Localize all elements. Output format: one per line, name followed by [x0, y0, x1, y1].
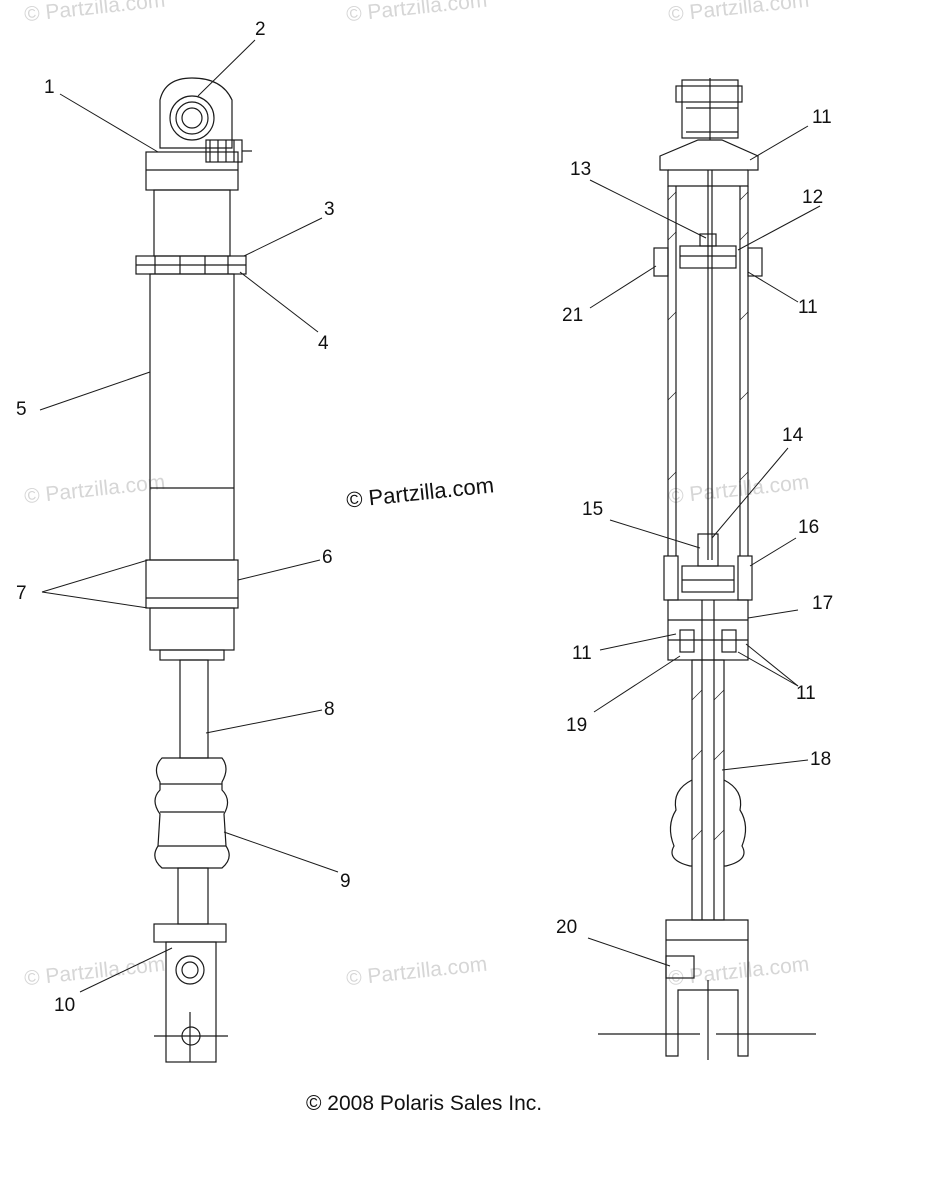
right-shock-section	[598, 78, 816, 1060]
callout-4: 4	[318, 333, 329, 354]
callout-17: 17	[812, 593, 834, 614]
callout-12: 12	[802, 187, 824, 208]
callout-11-upper: 11	[798, 297, 818, 318]
callout-21: 21	[562, 305, 584, 326]
callout-5: 5	[16, 399, 27, 420]
callout-8: 8	[324, 699, 335, 720]
callout-7: 7	[16, 583, 27, 604]
callout-1: 1	[44, 77, 55, 98]
callout-3: 3	[324, 199, 335, 220]
callout-14: 14	[782, 425, 804, 446]
section-hatching	[667, 191, 749, 841]
callout-11-left: 11	[572, 643, 592, 664]
callout-19: 19	[566, 715, 588, 736]
callout-9: 9	[340, 871, 351, 892]
callout-2: 2	[255, 19, 266, 40]
callout-18: 18	[810, 749, 832, 770]
callout-16: 16	[798, 517, 820, 538]
copyright-notice: © 2008 Polaris Sales Inc.	[306, 1092, 543, 1115]
callout-11-right: 11	[796, 683, 816, 704]
callout-15: 15	[582, 499, 604, 520]
callout-11-top: 11	[812, 107, 832, 128]
leader-lines	[39, 39, 821, 993]
callout-20: 20	[556, 917, 578, 938]
left-shock-exterior	[135, 77, 252, 1063]
callout-13: 13	[570, 159, 592, 180]
callout-6: 6	[322, 547, 333, 568]
callout-10: 10	[54, 995, 76, 1016]
